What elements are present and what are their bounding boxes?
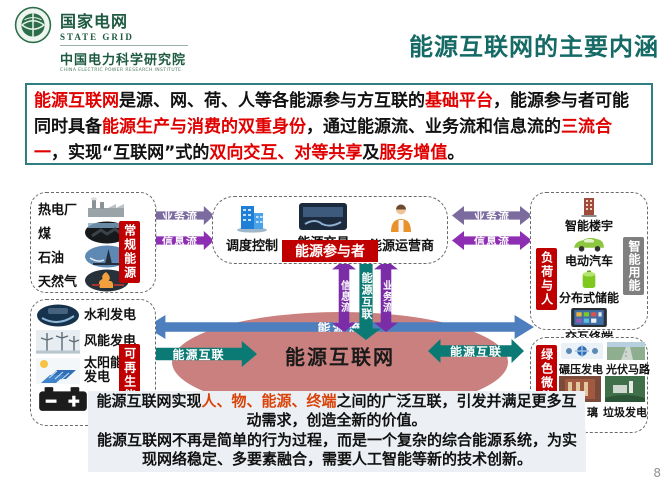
oil-label: 石油 bbox=[38, 250, 65, 266]
state-grid-emblem-icon bbox=[14, 6, 52, 44]
coal-icon bbox=[85, 221, 129, 243]
list-item: 智能楼宇 bbox=[531, 197, 647, 234]
conventional-energy-tag: 常规能源 bbox=[119, 221, 140, 283]
business-flow-label: 业务流 bbox=[380, 279, 392, 313]
road-compaction-power-icon bbox=[561, 343, 603, 359]
page-number: 8 bbox=[653, 466, 661, 480]
list-item: 电动汽车 bbox=[531, 235, 647, 269]
solar-power-label: 太阳能发电 bbox=[84, 356, 124, 385]
list-item bbox=[31, 386, 155, 412]
smart-building-label: 智能楼宇 bbox=[564, 219, 613, 233]
business-flow-label: 业务流 bbox=[162, 209, 198, 223]
pv-road-label: 光伏马路 bbox=[606, 363, 650, 376]
business-flow-arrow-left: 业务流 bbox=[146, 206, 214, 225]
energy-participants-box: 调度控制 能源交易 能源运营商 能源参与者 bbox=[212, 196, 448, 264]
road-compaction-power-label: 碾压发电 bbox=[559, 363, 603, 376]
battery-storage-icon bbox=[39, 387, 87, 411]
thermal-plant-icon bbox=[88, 197, 124, 217]
note-broad-interconnection: 能源互联网实现人、物、能源、终端之间的广泛互联，引发并满足更多互动需求，创造全新… bbox=[88, 391, 585, 431]
note-complex-system: 能源互联网不再是简单的行为过程，而是一个复杂的综合能源系统，为实现网络稳定、多要… bbox=[88, 430, 586, 472]
list-item: 太阳能发电 bbox=[31, 357, 155, 385]
info-flow-arrow-left: 信息流 bbox=[146, 231, 214, 250]
energy-operator-icon bbox=[391, 204, 412, 232]
list-item: 热电厂 bbox=[31, 196, 155, 220]
conventional-energy-box: 热电厂 煤 石油 天然 bbox=[30, 192, 156, 293]
pv-road-icon bbox=[607, 342, 645, 360]
interactive-terminal-icon bbox=[571, 308, 607, 327]
waste-power-label: 垃圾发电 bbox=[603, 406, 647, 419]
business-flow-label: 业务流 bbox=[474, 209, 510, 223]
pv-glass-label: 璃 bbox=[587, 406, 598, 419]
list-item: 风能发电 bbox=[31, 330, 155, 354]
list-item: 分布式储能 bbox=[531, 270, 647, 306]
hydro-power-label: 水利发电 bbox=[84, 307, 137, 323]
oil-icon bbox=[85, 245, 129, 267]
info-flow-arrow-right: 信息流 bbox=[452, 231, 532, 250]
interlink-label: 能源互联 bbox=[449, 344, 502, 359]
list-item: 煤 bbox=[31, 220, 155, 244]
energy-participants-banner: 能源参与者 bbox=[282, 240, 378, 262]
org-name-en: STATE GRID bbox=[60, 32, 134, 42]
thermal-plant-label: 热电厂 bbox=[38, 202, 78, 218]
load-and-people-tag: 负荷与人 bbox=[536, 248, 557, 310]
list-item: 调度控制 bbox=[226, 203, 278, 254]
energy-trading-icon bbox=[299, 203, 348, 230]
institute-name-cn: 中国电力科学研究院 bbox=[60, 53, 187, 68]
institute-name-en: CHINA ELECTRIC POWER RESEARCH INSTITUTE bbox=[60, 68, 182, 73]
smart-building-icon bbox=[581, 198, 597, 217]
load-and-people-box: 智能楼宇 电动汽车 分布式储能 bbox=[530, 192, 648, 344]
info-flow-label: 信息流 bbox=[474, 234, 510, 248]
natural-gas-icon bbox=[85, 269, 129, 291]
distributed-storage-label: 分布式储能 bbox=[558, 291, 619, 305]
org-name-cn: 国家电网 bbox=[60, 12, 129, 31]
info-flow-label: 信息流 bbox=[338, 279, 350, 313]
hydro-power-icon bbox=[37, 304, 79, 327]
intro-paragraph: 能源互联网是源、网、荷、人等各能源参与方互联的基础平台，能源参与者可能同时具备能… bbox=[25, 83, 653, 165]
interlink-label: 能源互联 bbox=[360, 272, 373, 320]
electric-vehicle-icon bbox=[574, 237, 604, 252]
waste-power-plant-icon bbox=[605, 376, 645, 402]
electric-vehicle-label: 电动汽车 bbox=[564, 254, 613, 268]
hub-label: 能源互联网 bbox=[285, 345, 395, 369]
page-title: 能源互联网的主要内涵 bbox=[409, 33, 659, 61]
list-item: 能源运营商 bbox=[369, 203, 434, 254]
coal-label: 煤 bbox=[38, 226, 52, 242]
list-item: 水利发电 bbox=[31, 304, 155, 327]
dispatch-control-label: 调度控制 bbox=[226, 239, 279, 254]
list-item: 石油 bbox=[31, 244, 155, 268]
wind-power-icon bbox=[36, 330, 80, 354]
logo-divider bbox=[60, 45, 188, 46]
energy-operator-label: 能源运营商 bbox=[368, 239, 434, 254]
info-flow-label: 信息流 bbox=[162, 234, 198, 248]
distributed-storage-icon bbox=[582, 270, 596, 288]
natural-gas-label: 天然气 bbox=[38, 274, 78, 290]
solar-power-icon bbox=[36, 358, 80, 384]
interlink-label: 能源互联 bbox=[172, 347, 225, 362]
smart-energy-use-tag: 智能用能 bbox=[623, 237, 644, 295]
list-item: 天然气 bbox=[31, 268, 155, 292]
dispatch-control-icon bbox=[237, 206, 267, 233]
business-flow-arrow-right: 业务流 bbox=[452, 206, 532, 225]
state-grid-logo: 国家电网 STATE GRID 中国电力科学研究院 CHINA ELECTRIC… bbox=[14, 6, 188, 73]
